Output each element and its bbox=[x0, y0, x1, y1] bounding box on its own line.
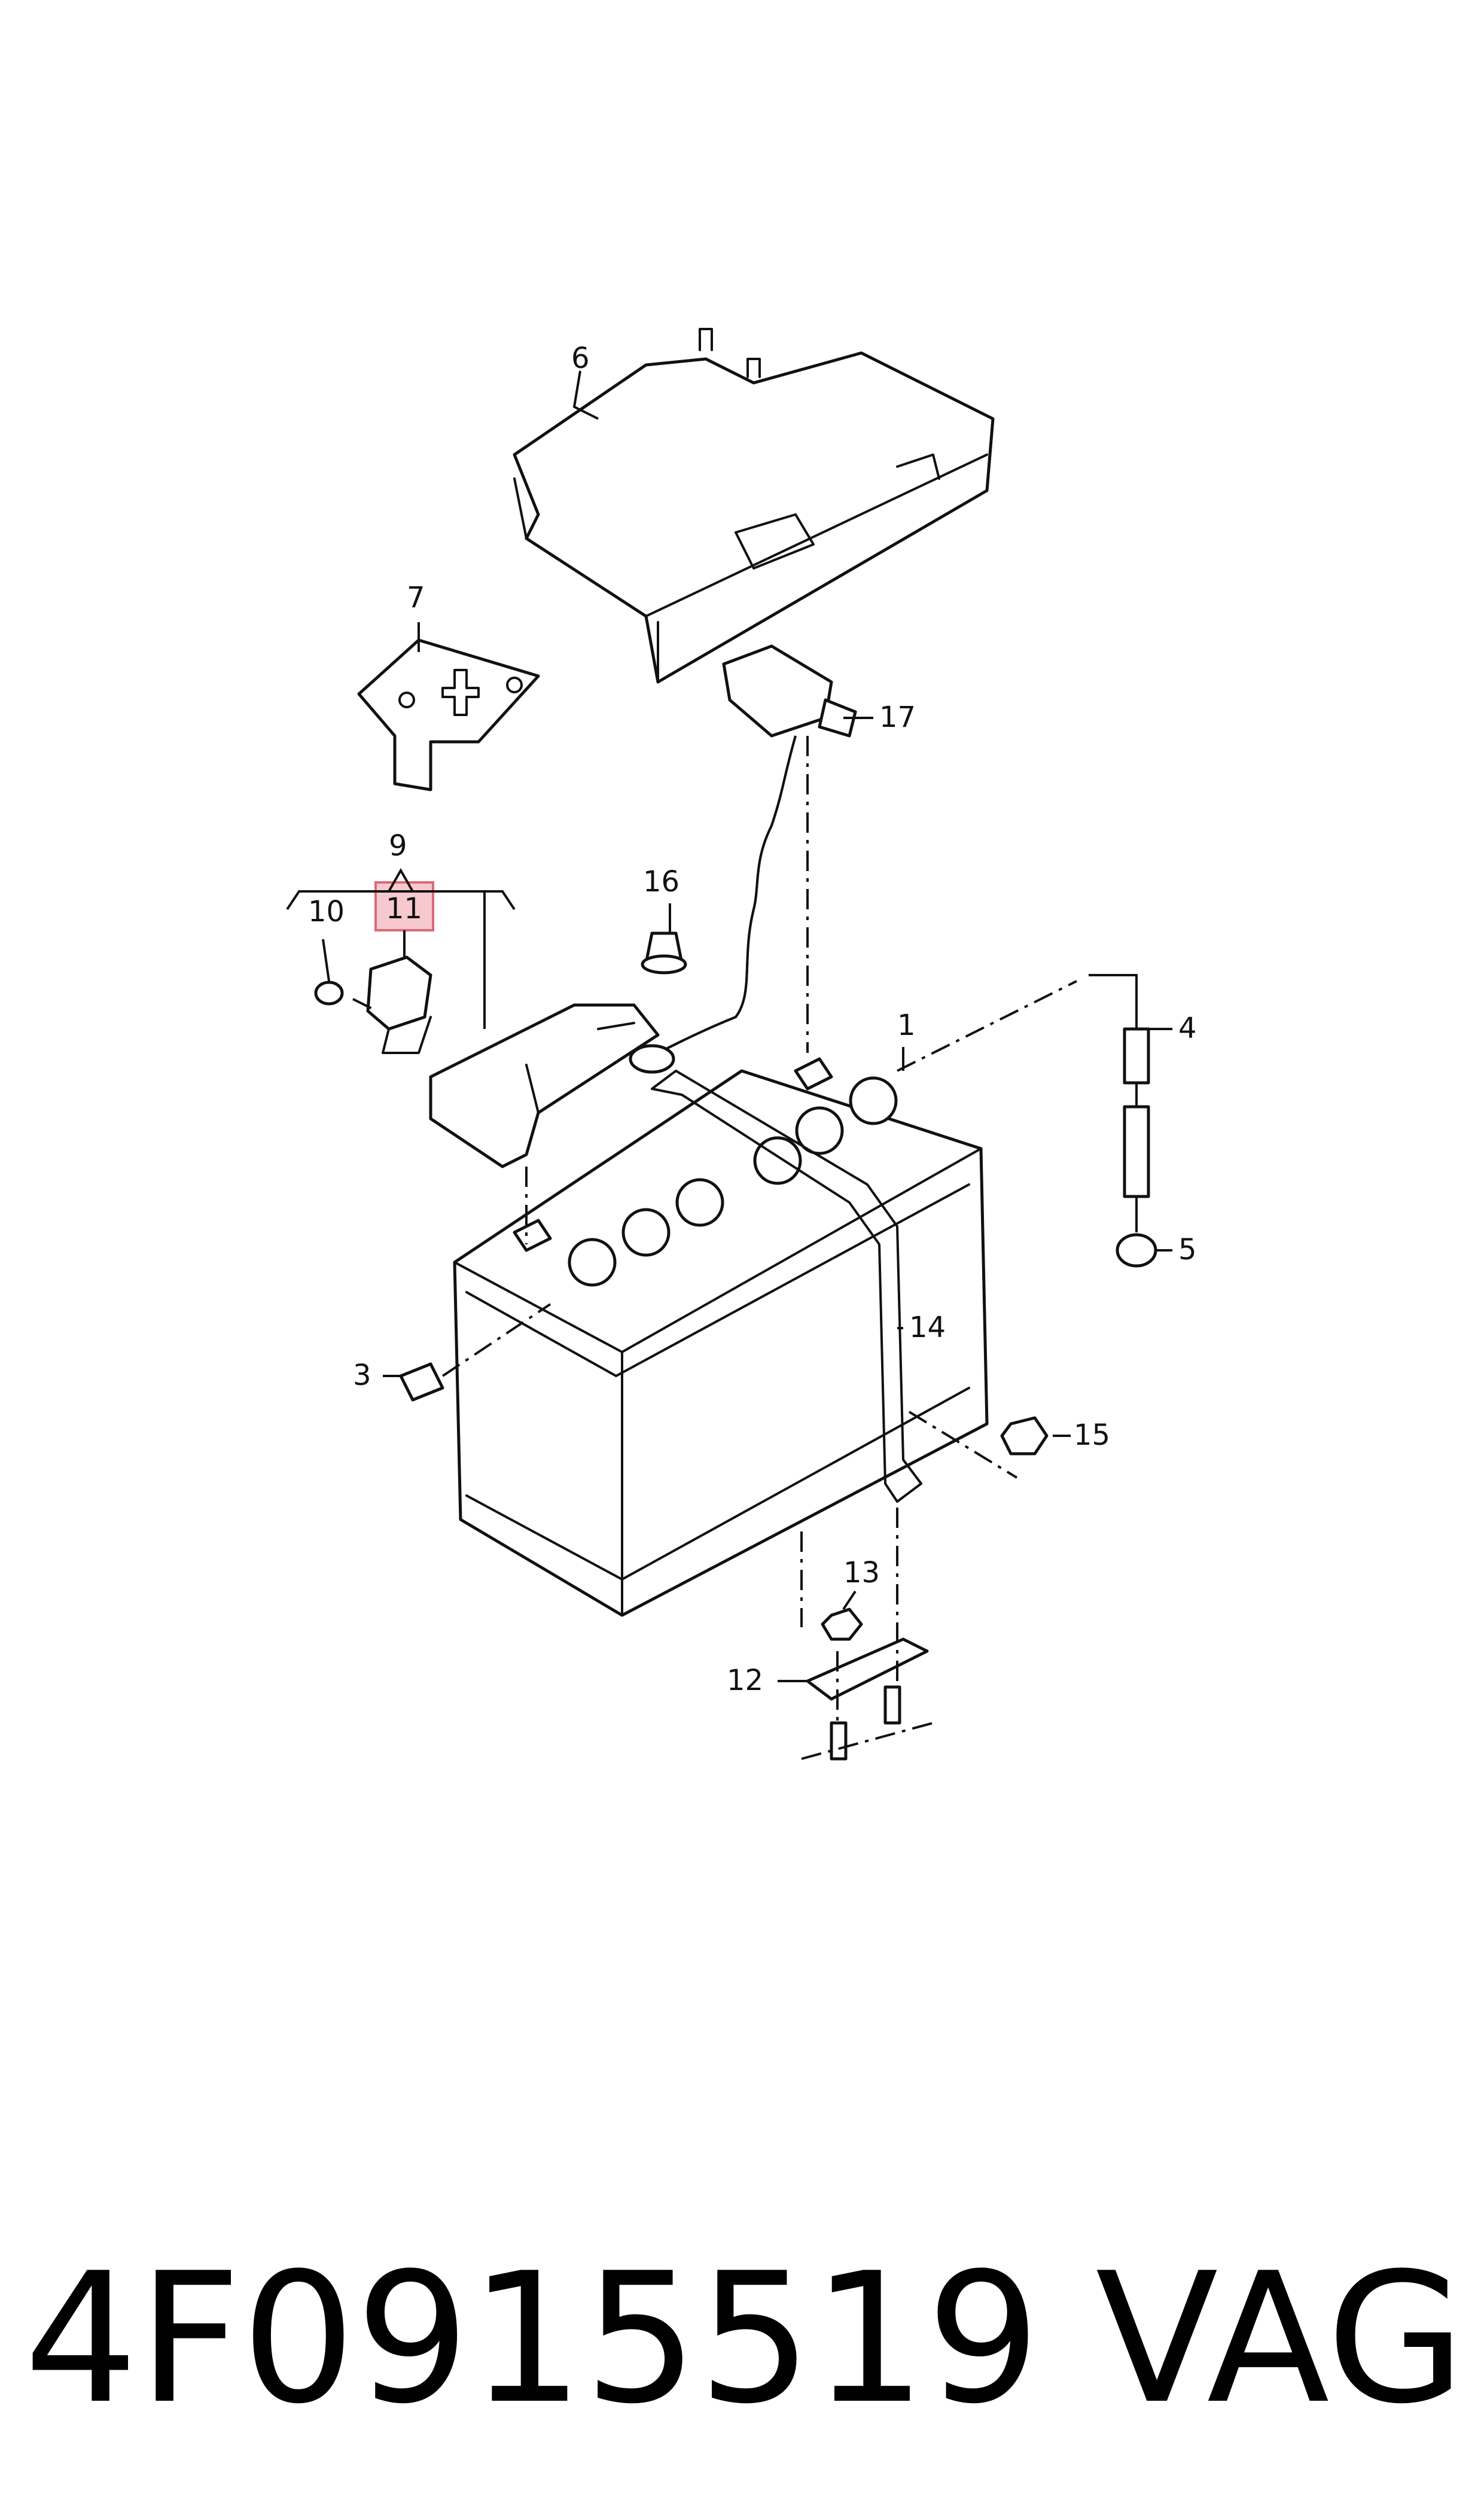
brand-name: VAG bbox=[1095, 2234, 1465, 2443]
battery-cover-part bbox=[513, 328, 995, 684]
battery-part bbox=[453, 1057, 989, 1617]
label-7: 7 bbox=[407, 581, 425, 614]
label-9: 9 bbox=[389, 829, 407, 863]
label-3: 3 bbox=[353, 1359, 371, 1392]
parts-diagram: 1 3 4 5 6 7 9 10 11 12 13 14 15 16 17 bbox=[286, 328, 1197, 1761]
label-15: 15 bbox=[1074, 1418, 1110, 1452]
label-1: 1 bbox=[897, 1009, 916, 1042]
ground-cable-part bbox=[1089, 974, 1150, 1232]
clamp-part bbox=[806, 1607, 929, 1761]
cap-part bbox=[641, 931, 687, 975]
construction-lines bbox=[352, 736, 1077, 1760]
label-4: 4 bbox=[1178, 1012, 1197, 1045]
sensor-part bbox=[314, 881, 434, 1054]
leader-lines bbox=[322, 370, 1172, 1682]
label-11: 11 bbox=[386, 892, 422, 925]
strap-part bbox=[651, 1070, 922, 1503]
part-number: 4F0915519 bbox=[24, 2234, 1041, 2443]
terminal-cover-part bbox=[429, 1003, 660, 1168]
plug-part bbox=[399, 1362, 444, 1402]
flange-nut-part bbox=[1000, 1416, 1049, 1456]
label-17: 17 bbox=[879, 701, 916, 734]
label-12: 12 bbox=[727, 1664, 763, 1697]
caption-bar: 4F0915519 VAG bbox=[24, 2225, 1465, 2453]
plus-plate-part bbox=[357, 638, 540, 791]
label-16: 16 bbox=[643, 865, 679, 899]
group-9-bracket bbox=[286, 867, 516, 1029]
label-13: 13 bbox=[843, 1556, 880, 1590]
label-10: 10 bbox=[308, 895, 345, 928]
label-5: 5 bbox=[1178, 1233, 1197, 1266]
positive-cable-part bbox=[629, 644, 857, 1074]
label-14: 14 bbox=[909, 1311, 946, 1344]
label-6: 6 bbox=[571, 342, 590, 375]
nut-part bbox=[1116, 1233, 1157, 1268]
